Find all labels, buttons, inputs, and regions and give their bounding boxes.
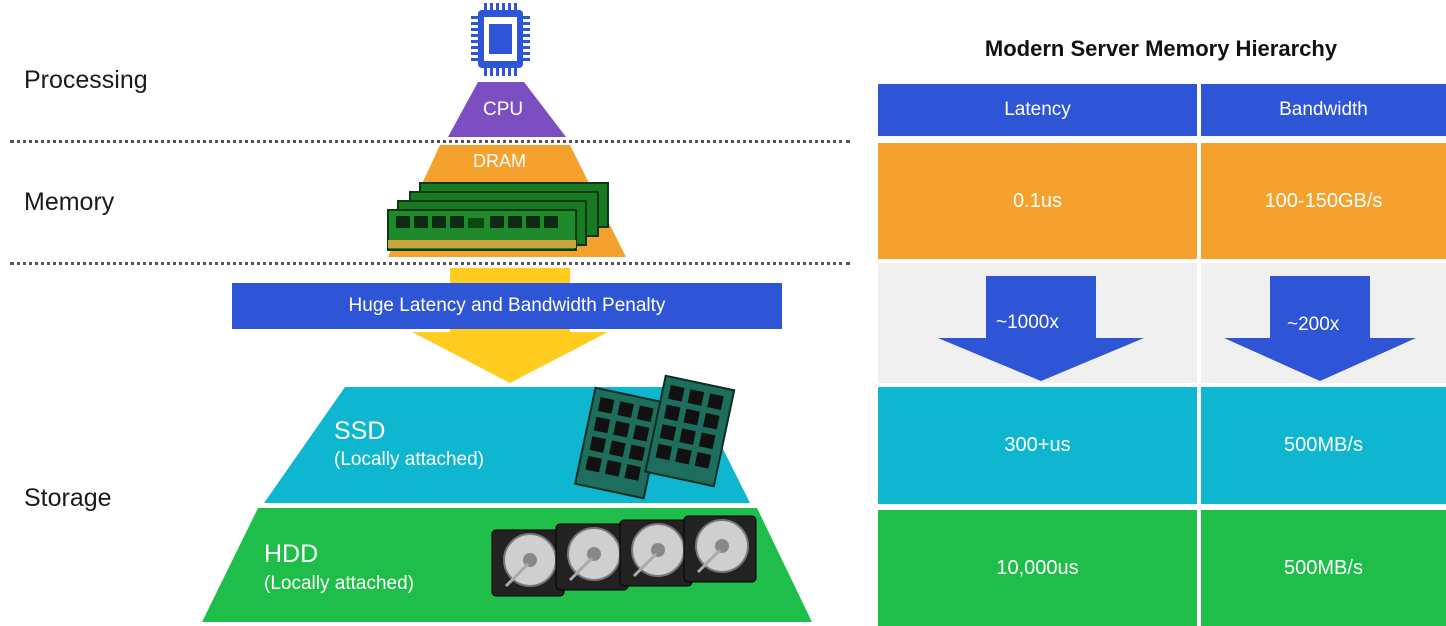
cpu-chip-icon (471, 3, 530, 76)
table-title: Modern Server Memory Hierarchy (984, 36, 1338, 61)
dram-label: DRAM (473, 151, 526, 171)
dram-bandwidth-cell: 100-150GB/s (1201, 143, 1446, 259)
hard-drive-icon (491, 515, 757, 597)
header-latency: Latency (878, 84, 1197, 136)
penalty-arrows (938, 276, 1416, 381)
ssd-board-icon (573, 374, 736, 500)
hdd-latency-cell: 10,000us (878, 510, 1197, 626)
penalty-banner: Huge Latency and Bandwidth Penalty (232, 283, 782, 329)
level-label-memory: Memory (24, 188, 115, 216)
header-bandwidth: Bandwidth (1201, 84, 1446, 136)
ssd-bandwidth-cell: 500MB/s (1201, 387, 1446, 504)
hdd-title: HDD (264, 540, 319, 568)
divider-processing-memory (10, 140, 850, 143)
level-label-processing: Processing (24, 66, 148, 94)
hdd-subtitle: (Locally attached) (264, 573, 414, 594)
bandwidth-down-arrow (1224, 276, 1416, 381)
cpu-tier (448, 82, 566, 137)
hdd-bandwidth-cell: 500MB/s (1201, 510, 1446, 626)
divider-memory-storage (10, 262, 850, 265)
level-label-storage: Storage (24, 484, 112, 512)
latency-penalty-label: ~1000x (996, 312, 1059, 333)
latency-down-arrow (938, 276, 1144, 381)
ssd-title: SSD (334, 417, 386, 445)
ssd-latency-cell: 300+us (878, 387, 1197, 504)
bandwidth-penalty-label: ~200x (1287, 314, 1340, 335)
cpu-label: CPU (483, 99, 524, 120)
ram-module-icon (387, 182, 609, 251)
ssd-subtitle: (Locally attached) (334, 449, 484, 470)
dram-latency-cell: 0.1us (878, 143, 1197, 259)
